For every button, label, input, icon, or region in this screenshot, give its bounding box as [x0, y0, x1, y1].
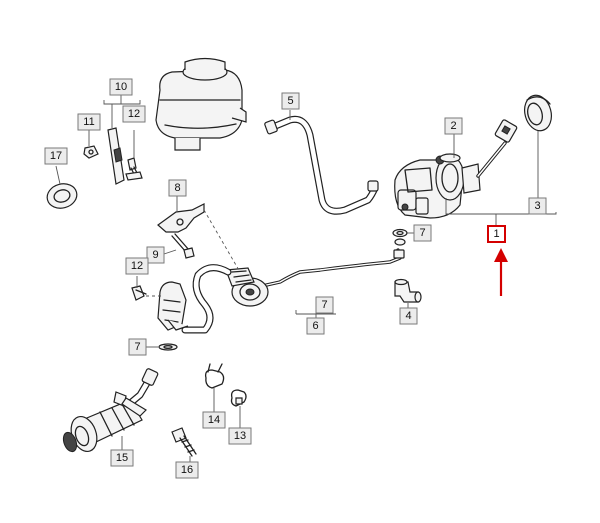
release-bearing: [225, 267, 269, 307]
svg-text:7: 7: [321, 299, 327, 311]
callout-17[interactable]: 17: [44, 147, 68, 165]
reservoir-hose: [264, 115, 379, 215]
callout-8[interactable]: 8: [168, 179, 187, 197]
pushrod-cable: [476, 119, 518, 178]
fluid-reservoir: [155, 57, 247, 151]
callout-14[interactable]: 14: [202, 411, 226, 429]
leader-lines: [55, 94, 557, 462]
svg-text:12: 12: [131, 260, 143, 272]
bearing-hose: [181, 264, 232, 334]
svg-text:7: 7: [419, 227, 425, 239]
svg-text:17: 17: [50, 150, 62, 162]
svg-text:15: 15: [116, 452, 128, 464]
svg-text:16: 16: [181, 464, 193, 476]
mounting-bracket: [157, 203, 205, 233]
svg-text:9: 9: [152, 249, 158, 261]
washer-top: [392, 228, 408, 246]
master-cylinder: [394, 153, 481, 219]
callout-12-top[interactable]: 12: [122, 105, 146, 123]
elbow-fitting: [394, 278, 422, 303]
stud-12-mid: [131, 285, 147, 301]
svg-text:6: 6: [312, 320, 318, 332]
svg-text:14: 14: [208, 414, 220, 426]
svg-text:2: 2: [450, 120, 456, 132]
svg-text:10: 10: [115, 81, 127, 93]
svg-text:1: 1: [493, 228, 499, 240]
svg-text:11: 11: [83, 116, 94, 128]
grommet: [46, 183, 78, 209]
svg-text:5: 5: [287, 95, 293, 107]
svg-text:4: 4: [405, 310, 411, 322]
callout-12-mid[interactable]: 12: [125, 257, 149, 275]
callout-5[interactable]: 5: [281, 92, 300, 110]
stud-12-top: [125, 157, 143, 181]
callout-15[interactable]: 15: [110, 449, 134, 467]
bolt: [171, 427, 197, 457]
highlight-arrow: [494, 248, 508, 296]
svg-text:8: 8: [174, 182, 180, 194]
bracket-plate: [107, 127, 125, 185]
svg-text:3: 3: [534, 200, 540, 212]
callout-9[interactable]: 9: [146, 246, 165, 264]
callout-11[interactable]: 11: [77, 113, 101, 131]
nut-11: [83, 145, 99, 159]
slave-cylinder: [62, 368, 159, 453]
callout-6[interactable]: 6: [306, 317, 325, 335]
svg-text:13: 13: [234, 430, 246, 442]
callout-10[interactable]: 10: [109, 78, 133, 96]
callout-13[interactable]: 13: [228, 427, 252, 445]
clutch-pipe: [260, 248, 405, 288]
callout-3[interactable]: 3: [528, 197, 547, 215]
callout-1[interactable]: 1: [487, 225, 506, 243]
clip-14: [204, 363, 225, 389]
callout-2[interactable]: 2: [444, 117, 463, 135]
callout-7-pipe[interactable]: 7: [315, 296, 334, 314]
washer-left: [158, 343, 178, 351]
callout-7-top[interactable]: 7: [413, 224, 432, 242]
callout-16[interactable]: 16: [175, 461, 199, 479]
callout-7-left[interactable]: 7: [128, 338, 147, 356]
seal-ring: [524, 94, 552, 132]
clip-13: [230, 389, 247, 407]
svg-text:7: 7: [134, 341, 140, 353]
svg-text:12: 12: [128, 108, 140, 120]
pipe-bracket: [157, 281, 189, 331]
callout-4[interactable]: 4: [399, 307, 418, 325]
bracket-bolt: [171, 233, 195, 259]
